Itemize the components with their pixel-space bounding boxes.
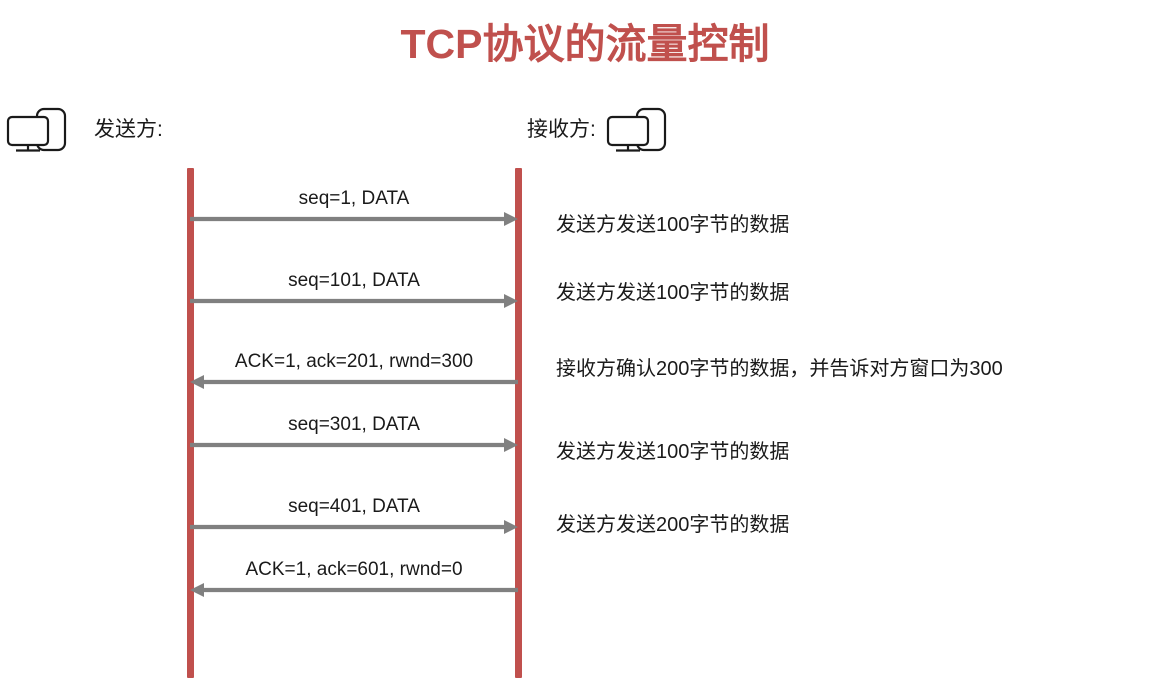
message-label: ACK=1, ack=601, rwnd=0 — [245, 559, 463, 580]
sender-actor-header: 发送方: — [4, 106, 163, 154]
receiver-actor-header: 接收方: — [527, 106, 680, 154]
message-label: seq=401, DATA — [288, 496, 420, 517]
receiver-lifeline — [515, 168, 522, 678]
message-1: seq=1, DATA — [190, 186, 518, 232]
sender-label: 发送方: — [94, 118, 163, 141]
description-5: 发送方发送200字节的数据 — [556, 514, 790, 536]
message-4: seq=301, DATA — [190, 412, 518, 458]
description-1: 发送方发送100字节的数据 — [556, 214, 790, 236]
sender-lifeline — [187, 168, 194, 678]
arrow-right-icon — [190, 518, 518, 536]
message-label: ACK=1, ack=201, rwnd=300 — [234, 351, 474, 372]
arrow-right-icon — [190, 436, 518, 454]
message-5: seq=401, DATA — [190, 494, 518, 540]
message-6: ACK=1, ack=601, rwnd=0 — [190, 557, 518, 603]
arrow-right-icon — [190, 292, 518, 310]
description-3: 接收方确认200字节的数据，并告诉对方窗口为300 — [556, 358, 1003, 380]
computer-monitor-icon — [4, 107, 80, 153]
computer-monitor-icon — [604, 107, 680, 153]
receiver-label: 接收方: — [527, 118, 596, 141]
description-4: 发送方发送100字节的数据 — [556, 441, 790, 463]
message-label: seq=301, DATA — [288, 414, 420, 435]
description-2: 发送方发送100字节的数据 — [556, 282, 790, 304]
arrow-right-icon — [190, 210, 518, 228]
message-label: seq=101, DATA — [288, 270, 420, 291]
message-2: seq=101, DATA — [190, 268, 518, 314]
arrow-left-icon — [190, 373, 518, 391]
page-title: TCP协议的流量控制 — [400, 21, 770, 67]
message-3: ACK=1, ack=201, rwnd=300 — [190, 349, 518, 395]
message-label: seq=1, DATA — [298, 188, 410, 209]
arrow-left-icon — [190, 581, 518, 599]
